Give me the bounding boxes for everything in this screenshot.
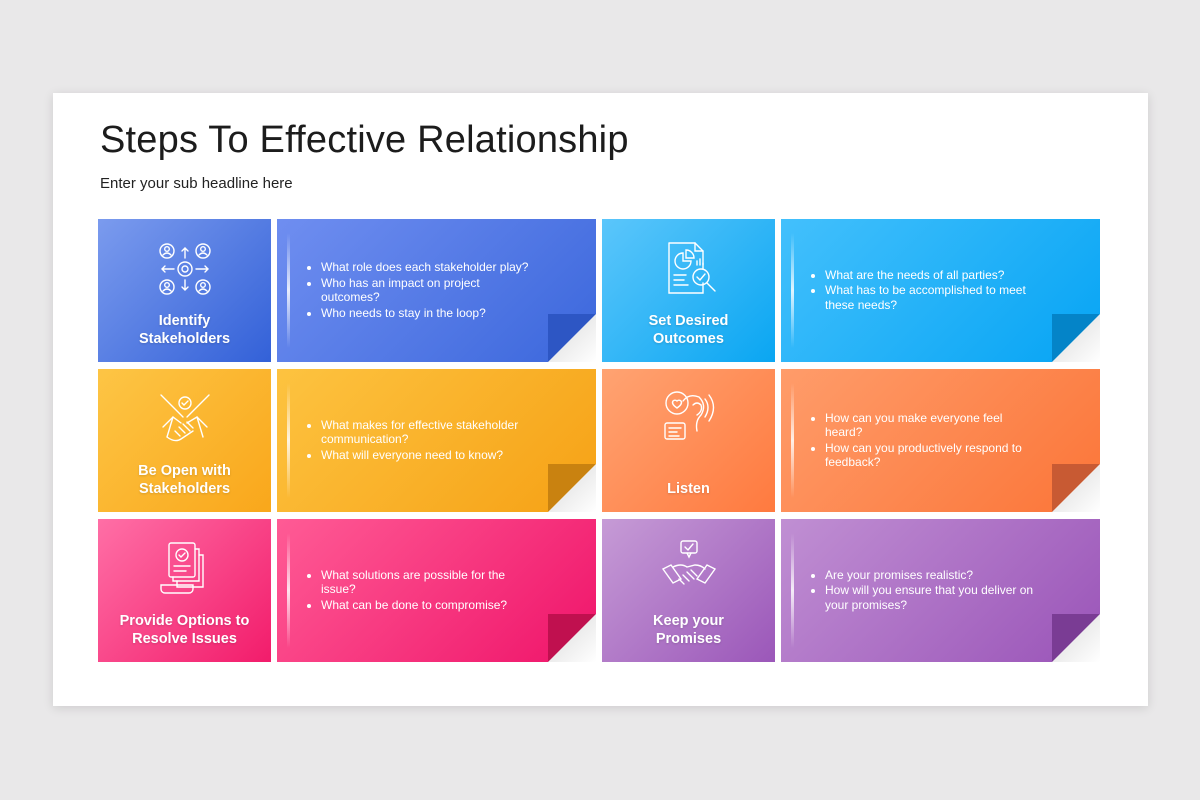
page-curl (1052, 614, 1100, 662)
slide-subtitle: Enter your sub headline here (100, 175, 293, 192)
step-listen-text-card: How can you make everyone feel heard? Ho… (781, 369, 1100, 512)
bullet-list: What role does each stakeholder play? Wh… (301, 219, 536, 362)
step-be-open-label-card: Be Open with Stakeholders (98, 369, 271, 512)
bullet-list: What are the needs of all parties? What … (805, 219, 1040, 362)
bullet-item: Who has an impact on project outcomes? (321, 276, 536, 305)
page-curl (548, 464, 596, 512)
bullet-item: Who needs to stay in the loop? (321, 306, 536, 321)
bullet-list: How can you make everyone feel heard? Ho… (805, 369, 1040, 512)
bullet-item: How will you ensure that you deliver on … (825, 583, 1040, 612)
report-search-icon (659, 239, 719, 299)
bullet-item: What solutions are possible for the issu… (321, 568, 536, 597)
step-set-desired-outcomes-label-card: Set Desired Outcomes (602, 219, 775, 362)
bullet-item: What are the needs of all parties? (825, 268, 1040, 283)
bullet-item: How can you productively respond to feed… (825, 441, 1040, 470)
slide-title: Steps To Effective Relationship (100, 119, 629, 161)
bullet-item: What has to be accomplished to meet thes… (825, 283, 1040, 312)
step-listen-label-card: Listen (602, 369, 775, 512)
bullet-item: What can be done to compromise? (321, 598, 536, 613)
step-label: Provide Options to Resolve Issues (119, 613, 250, 647)
step-provide-options-text-card: What solutions are possible for the issu… (277, 519, 596, 662)
handshake-icon (155, 389, 215, 449)
bullet-list: Are your promises realistic? How will yo… (805, 519, 1040, 662)
divider-glow (791, 533, 794, 648)
page-curl (1052, 464, 1100, 512)
step-label: Keep your Promises (653, 613, 724, 647)
step-label: Identify Stakeholders (138, 313, 231, 347)
step-identify-stakeholders-text-card: What role does each stakeholder play? Wh… (277, 219, 596, 362)
step-keep-promises-text-card: Are your promises realistic? How will yo… (781, 519, 1100, 662)
divider-glow (287, 383, 290, 498)
bullet-list: What solutions are possible for the issu… (301, 519, 536, 662)
divider-glow (287, 533, 290, 648)
step-provide-options-label-card: Provide Options to Resolve Issues (98, 519, 271, 662)
divider-glow (791, 383, 794, 498)
approved-documents-icon (155, 539, 215, 599)
promise-handshake-icon (659, 539, 719, 599)
step-label: Set Desired Outcomes (648, 313, 729, 347)
step-label: Be Open with Stakeholders (138, 463, 231, 497)
step-keep-promises-label-card: Keep your Promises (602, 519, 775, 662)
step-identify-stakeholders-label-card: Identify Stakeholders (98, 219, 271, 362)
listening-ear-icon (659, 389, 719, 449)
divider-glow (791, 233, 794, 348)
bullet-item: What role does each stakeholder play? (321, 260, 536, 275)
bullet-item: What makes for effective stakeholder com… (321, 418, 536, 447)
bullet-item: Are your promises realistic? (825, 568, 1040, 583)
slide: Steps To Effective Relationship Enter yo… (53, 93, 1148, 706)
page-curl (548, 614, 596, 662)
page-curl (548, 314, 596, 362)
step-label: Listen (667, 481, 710, 497)
bullet-list: What makes for effective stakeholder com… (301, 369, 536, 512)
step-be-open-text-card: What makes for effective stakeholder com… (277, 369, 596, 512)
bullet-item: How can you make everyone feel heard? (825, 411, 1040, 440)
step-set-desired-outcomes-text-card: What are the needs of all parties? What … (781, 219, 1100, 362)
page-curl (1052, 314, 1100, 362)
stakeholder-network-icon (155, 239, 215, 299)
divider-glow (287, 233, 290, 348)
bullet-item: What will everyone need to know? (321, 448, 536, 463)
